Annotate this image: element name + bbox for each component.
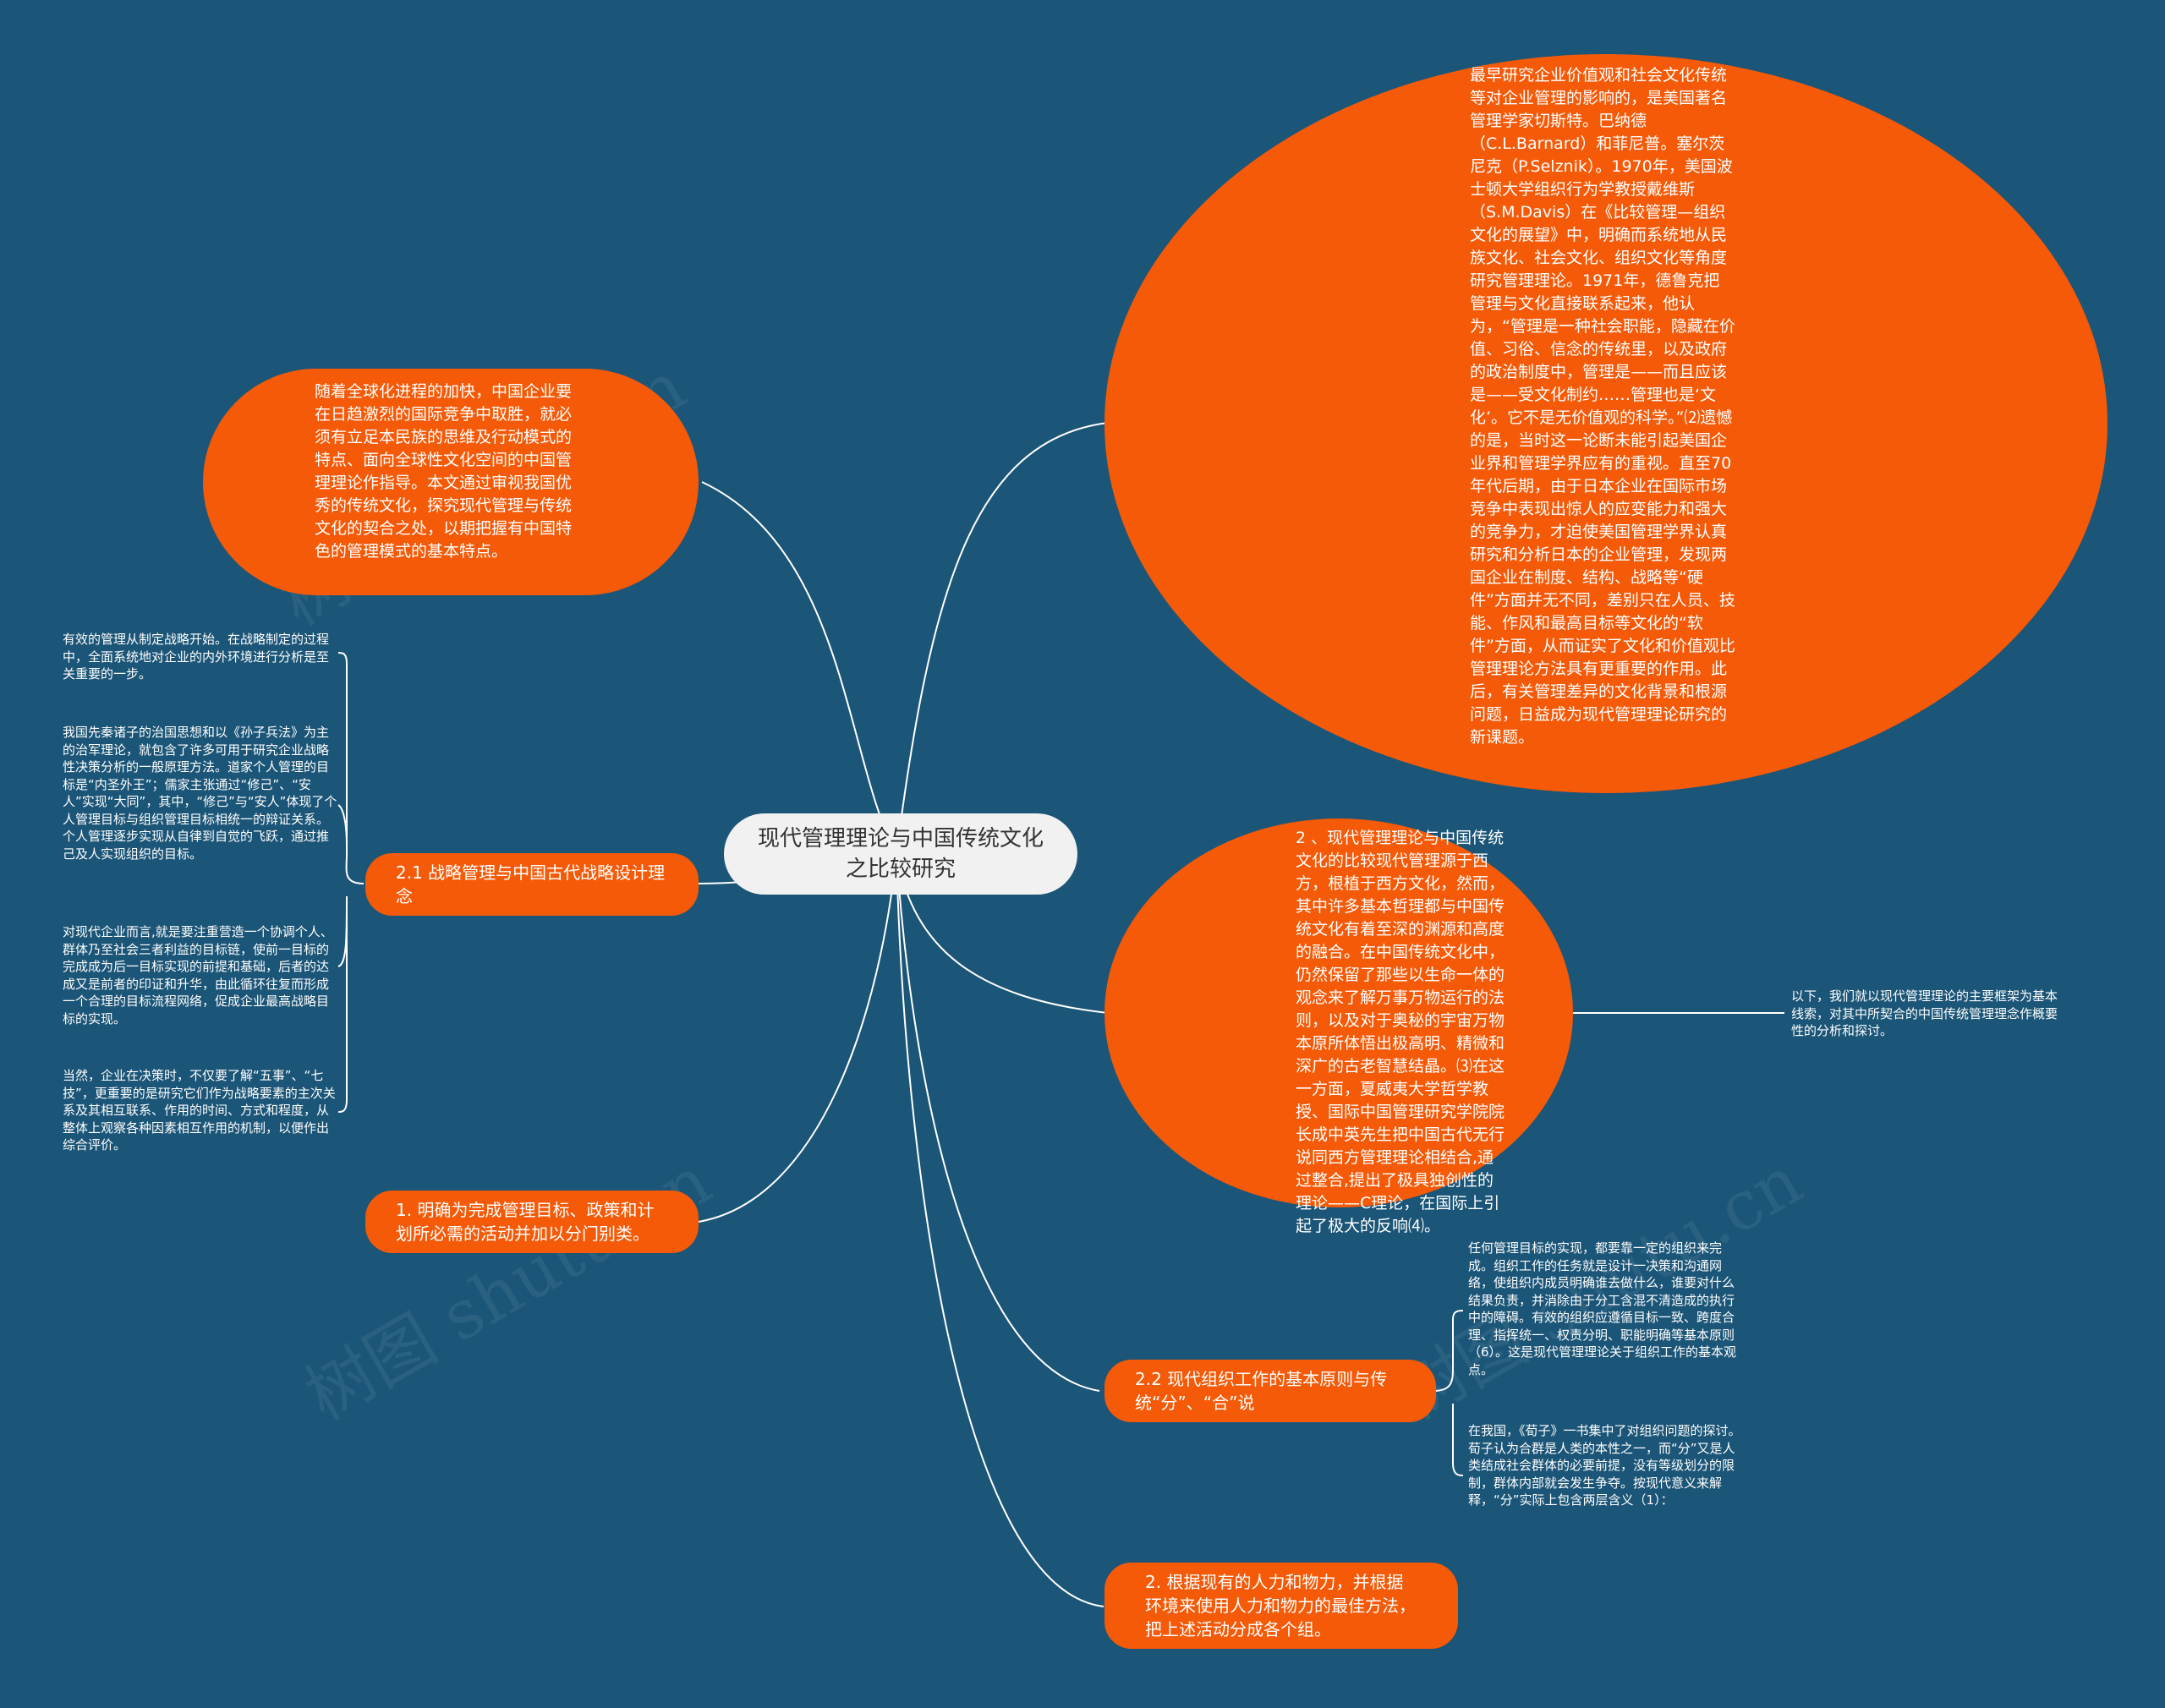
topic-organization[interactable]: 2.2 现代组织工作的基本原则与传统“分”、“合”说	[1104, 1360, 1436, 1422]
leaf-org-1: 任何管理目标的实现，都要靠一定的组织来完成。组织工作的任务就是设计一决策和沟通网…	[1468, 1240, 1737, 1377]
root-topic[interactable]: 现代管理理论与中国传统文化之比较研究	[724, 813, 1077, 895]
topic-item-1-label: 1. 明确为完成管理目标、政策和计划所必需的活动并加以分门别类。	[396, 1200, 655, 1244]
topic-organization-label: 2.2 现代组织工作的基本原则与传统“分”、“合”说	[1135, 1369, 1388, 1413]
leaf-strategy-3: 对现代企业而言,就是要注重营造一个协调个人、群体乃至社会三者利益的目标链，使前一…	[63, 924, 333, 1026]
topic-research-history-text: 最早研究企业价值观和社会文化传统等对企业管理的影响的，是美国著名管理学家切斯特。…	[1470, 66, 1735, 747]
bracket-org	[1433, 1310, 1464, 1476]
topic-comparison[interactable]: 2 、现代管理理论与中国传统文化的比较现代管理源于西方，根植于西方文化，然而，其…	[1104, 818, 1573, 1235]
topic-introduction-text: 随着全球化进程的加快，中国企业要在日趋激烈的国际竞争中取胜，就必须有立足本民族的…	[315, 382, 573, 561]
leaf-strategy-1: 有效的管理从制定战略开始。在战略制定的过程中，全面系统地对企业的内外环境进行分析…	[63, 632, 330, 682]
link-root-top-right	[896, 422, 1109, 855]
leaf-strategy-2: 我国先秦诸子的治国思想和以《孙子兵法》为主的治军理论，就包含了许多可用于研究企业…	[63, 725, 337, 862]
topic-item-1[interactable]: 1. 明确为完成管理目标、政策和计划所必需的活动并加以分门别类。	[365, 1191, 699, 1253]
leaf-framework-note: 以下，我们就以现代管理理论的主要框架为基本线索，对其中所契合的中国传统管理理念作…	[1791, 988, 2058, 1038]
leaf-strategy-4: 当然，企业在决策时，不仅要了解“五事”、“七技”，更重要的是研究它们作为战略要素…	[63, 1068, 336, 1152]
topic-strategy[interactable]: 2.1 战略管理与中国古代战略设计理念	[365, 853, 699, 916]
link-root-top-left	[701, 481, 897, 855]
topic-research-history[interactable]: 最早研究企业价值观和社会文化传统等对企业管理的影响的，是美国著名管理学家切斯特。…	[1104, 54, 2107, 793]
topic-item-2-label: 2. 根据现有的人力和物力，并根据环境来使用人力和物力的最佳方法，把上述活动分成…	[1145, 1572, 1416, 1640]
link-root-org	[896, 853, 1100, 1392]
link-root-item1	[698, 853, 897, 1223]
topic-comparison-text: 2 、现代管理理论与中国传统文化的比较现代管理源于西方，根植于西方文化，然而，其…	[1296, 829, 1505, 1235]
topic-introduction[interactable]: 随着全球化进程的加快，中国企业要在日趋激烈的国际竞争中取胜，就必须有立足本民族的…	[203, 369, 699, 595]
bracket-strategy	[337, 652, 364, 1113]
topic-strategy-label: 2.1 战略管理与中国古代战略设计理念	[396, 862, 666, 906]
link-root-item2	[896, 853, 1104, 1607]
topic-item-2[interactable]: 2. 根据现有的人力和物力，并根据环境来使用人力和物力的最佳方法，把上述活动分成…	[1104, 1563, 1458, 1649]
root-topic-label: 现代管理理论与中国传统文化之比较研究	[758, 826, 1044, 882]
leaf-org-2: 在我国，《荀子》一书集中了对组织问题的探讨。荀子认为合群是人类的本性之一，而“分…	[1468, 1423, 1741, 1508]
